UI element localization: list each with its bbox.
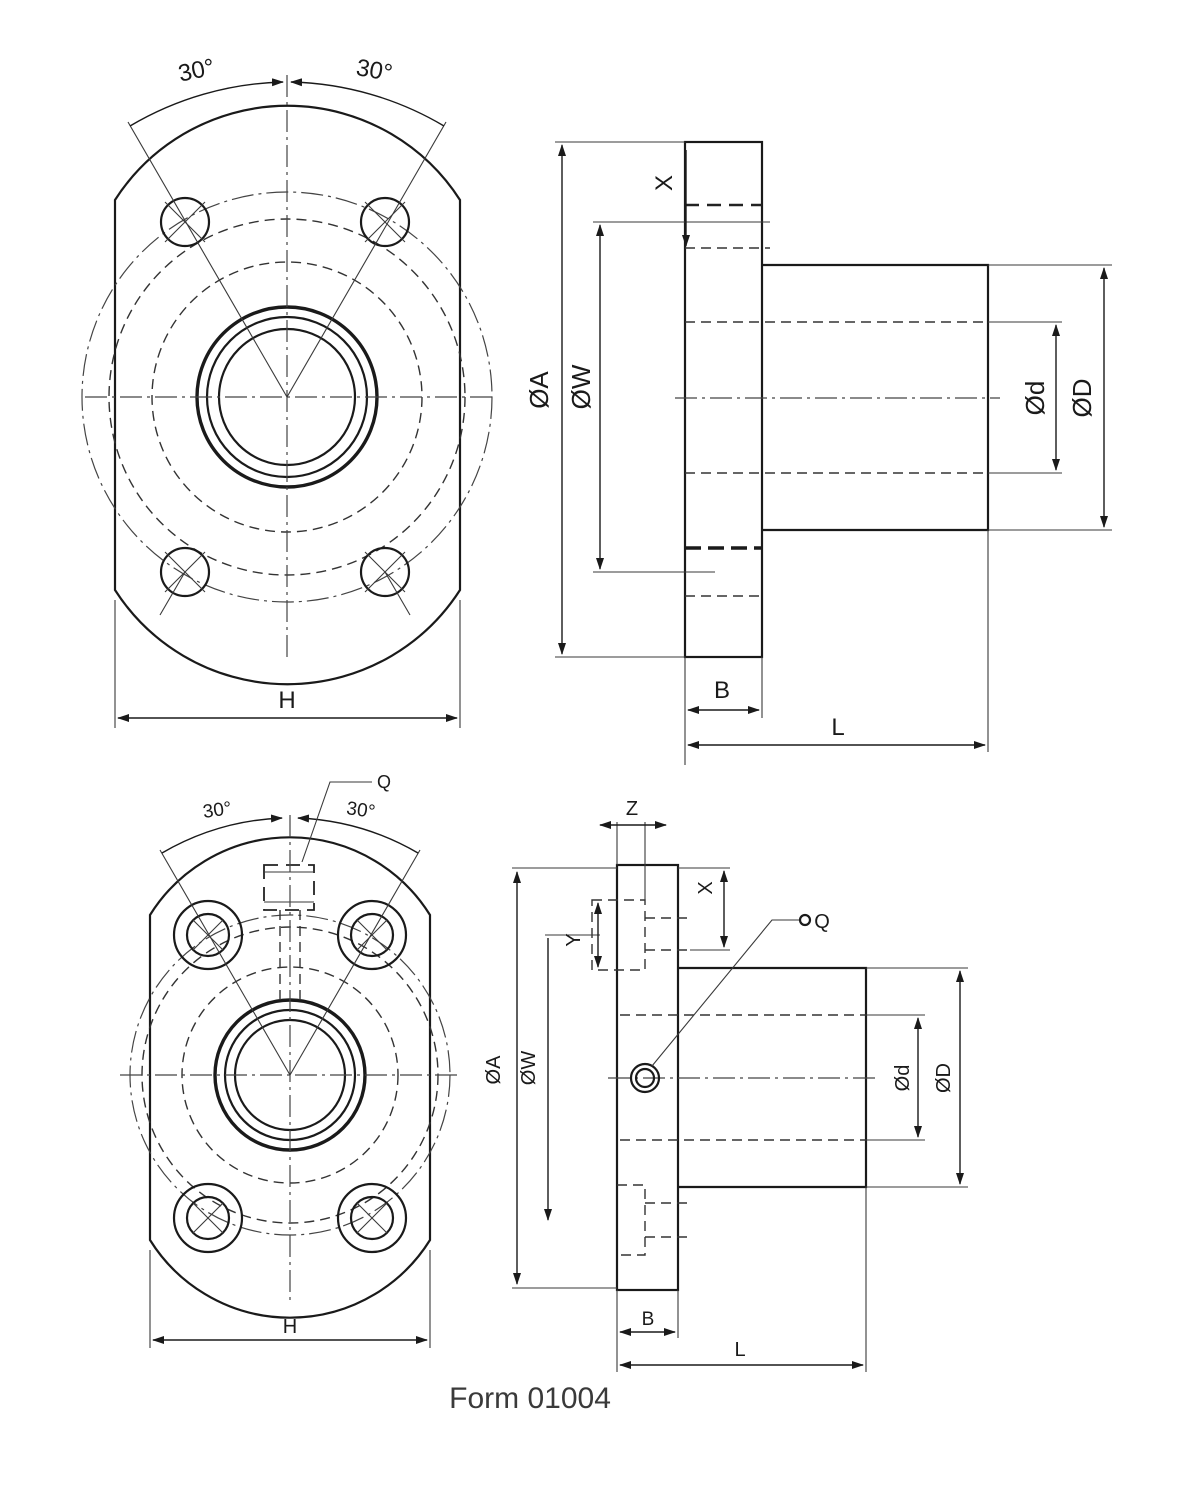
dim-label-d-top: Ød (1020, 381, 1050, 416)
dim-label-D-top: ØD (1067, 379, 1097, 418)
dim-label-d-bottom: Ød (892, 1065, 914, 1092)
dim-label-H-bottom: H (283, 1316, 297, 1338)
dim-label-B-top: B (714, 677, 730, 704)
dim-label-A-bottom: ØA (483, 1055, 505, 1085)
angle-label-left-top: 30° (176, 54, 217, 88)
dim-label-B-bottom: B (642, 1309, 655, 1330)
front-view-top (81, 75, 495, 728)
dim-label-H-top: H (278, 687, 295, 714)
dim-label-X-bottom: X (695, 881, 717, 894)
dim-label-X-top: X (651, 175, 678, 191)
form-caption: Form 01004 (449, 1382, 611, 1415)
dim-label-W-top: ØW (566, 364, 596, 409)
front-view-bottom (120, 781, 460, 1348)
dim-label-L-bottom: L (734, 1339, 745, 1361)
dim-label-L-top: L (831, 714, 844, 741)
angle-label-right-bottom: 30° (345, 798, 376, 823)
dim-label-Y: Y (563, 933, 585, 946)
port-label-Q-front: Q (377, 772, 391, 792)
side-view-top (555, 140, 1112, 765)
dim-label-Z: Z (626, 798, 638, 820)
dim-label-W-bottom: ØW (518, 1051, 540, 1086)
dim-label-A-top: ØA (524, 371, 554, 409)
angle-label-left-bottom: 30° (202, 798, 233, 823)
side-view-bottom (512, 821, 968, 1372)
port-label-Q-side: Q (814, 911, 830, 933)
angle-label-right-top: 30° (354, 54, 394, 87)
dim-label-D-bottom: ØD (933, 1063, 955, 1093)
